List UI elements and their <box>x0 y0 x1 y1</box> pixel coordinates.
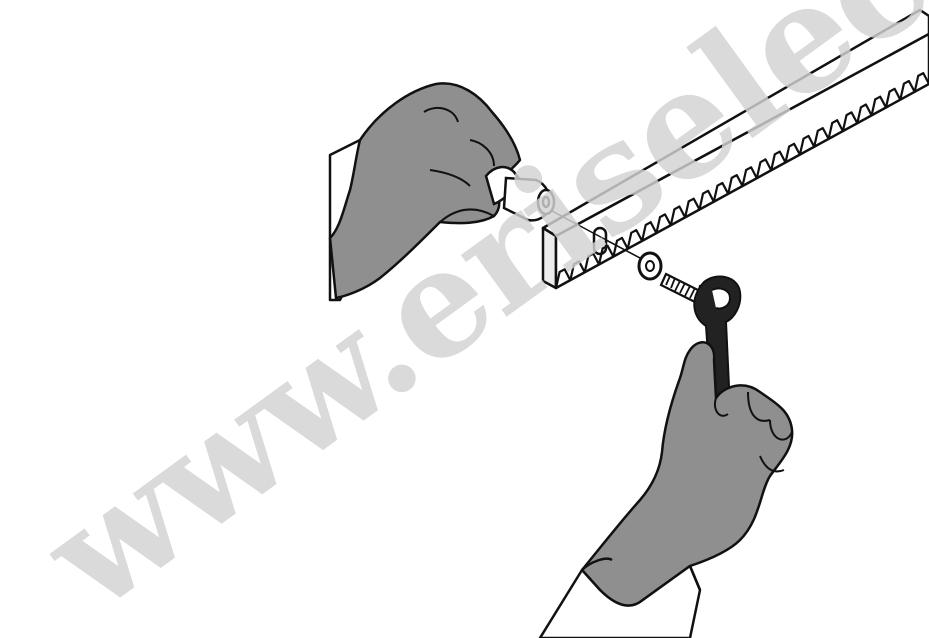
rack-side-face <box>556 34 929 288</box>
rack-top-face <box>543 10 929 236</box>
rack-front-face <box>543 228 556 288</box>
rack-slot <box>594 228 606 254</box>
gloved-hand-holding-socket-icon <box>330 83 554 300</box>
gloved-hand-holding-wrench-icon <box>540 277 792 638</box>
washer-icon <box>639 253 661 279</box>
gear-rack-icon <box>543 10 929 288</box>
right-glove <box>582 342 792 605</box>
